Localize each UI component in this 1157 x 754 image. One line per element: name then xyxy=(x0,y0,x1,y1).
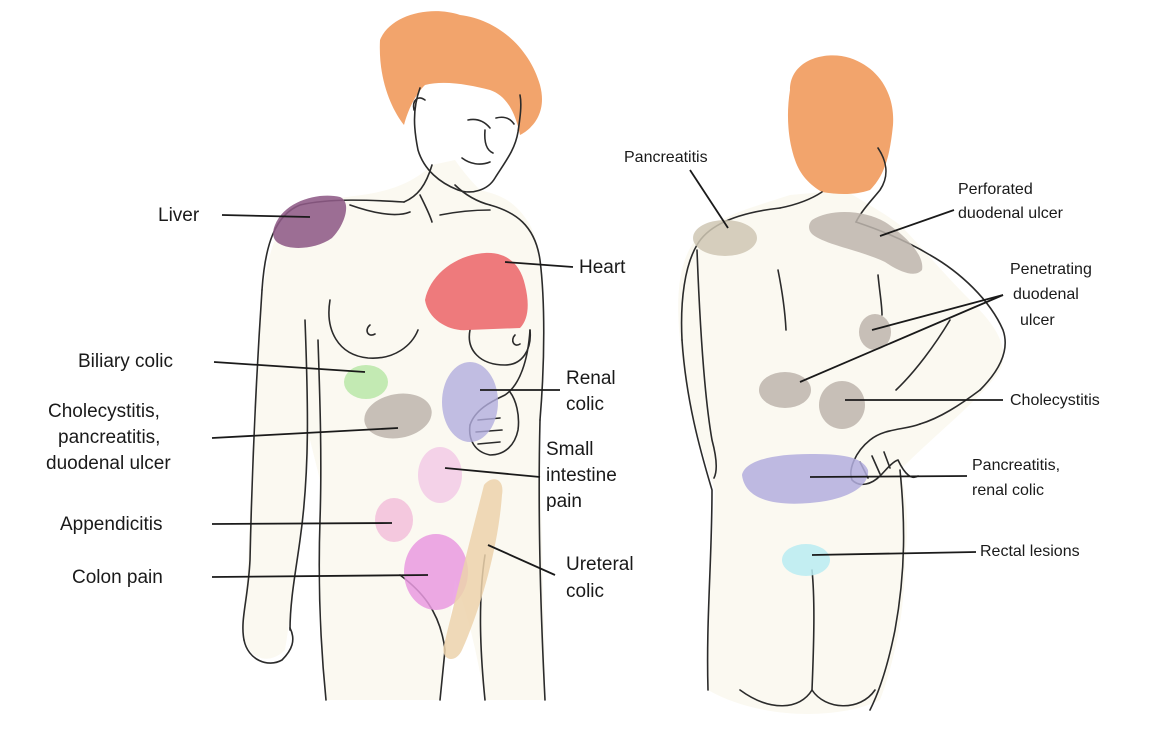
front-face-mouth xyxy=(462,158,490,164)
label-cholecystitis-3: duodenal ulcer xyxy=(46,453,171,474)
label-liver: Liver xyxy=(158,205,200,226)
leader-pancreatitis xyxy=(690,170,728,228)
label-penetrating-2: duodenal xyxy=(1013,286,1079,303)
label-pancreatitis-back: Pancreatitis xyxy=(624,149,708,166)
region-small-intestine xyxy=(418,447,462,503)
front-hair xyxy=(380,11,542,135)
label-small-intestine-3: pain xyxy=(546,491,582,512)
label-ureteral-2: colic xyxy=(566,581,604,602)
front-face-eye-right xyxy=(468,119,490,128)
label-small-intestine-2: intestine xyxy=(546,465,617,486)
back-figure: Pancreatitis Perforated duodenal ulcer P… xyxy=(624,55,1100,714)
label-cholecystitis-back: Cholecystitis xyxy=(1010,392,1100,409)
back-body-skin xyxy=(678,190,1003,714)
label-ureteral-1: Ureteral xyxy=(566,554,634,575)
label-cholecystitis-2: pancreatitis, xyxy=(58,427,160,448)
label-penetrating-3: ulcer xyxy=(1020,312,1055,329)
region-appendicitis xyxy=(375,498,413,542)
label-rectal-lesions: Rectal lesions xyxy=(980,543,1080,560)
label-cholecystitis-1: Cholecystitis, xyxy=(48,401,160,422)
label-perforated-1: Perforated xyxy=(958,181,1033,198)
region-renal-colic xyxy=(442,362,498,442)
region-biliary-colic xyxy=(344,365,388,399)
leader-pancreatitis-renal xyxy=(810,476,967,477)
label-penetrating-1: Penetrating xyxy=(1010,261,1092,278)
region-pancreatitis-back xyxy=(693,220,757,256)
label-perforated-2: duodenal ulcer xyxy=(958,205,1064,222)
label-pancreatitis-renal-2: renal colic xyxy=(972,482,1044,499)
label-renal-1: Renal xyxy=(566,368,616,389)
label-colon-pain: Colon pain xyxy=(72,567,163,588)
region-rectal xyxy=(782,544,830,576)
label-appendicitis: Appendicitis xyxy=(60,514,162,535)
label-heart: Heart xyxy=(579,257,626,278)
region-cholecystitis-back-2 xyxy=(819,381,865,429)
front-face-nose xyxy=(485,130,493,153)
front-figure: Liver Heart Biliary colic Renal colic Ch… xyxy=(46,11,634,700)
label-small-intestine-1: Small xyxy=(546,439,594,460)
label-pancreatitis-renal-1: Pancreatitis, xyxy=(972,457,1060,474)
label-renal-2: colic xyxy=(566,394,604,415)
region-cholecystitis-back-1 xyxy=(759,372,811,408)
label-biliary-colic: Biliary colic xyxy=(78,351,173,372)
leader-appendicitis xyxy=(212,523,392,524)
back-hair xyxy=(788,55,893,194)
front-face-eye-left xyxy=(496,117,514,124)
